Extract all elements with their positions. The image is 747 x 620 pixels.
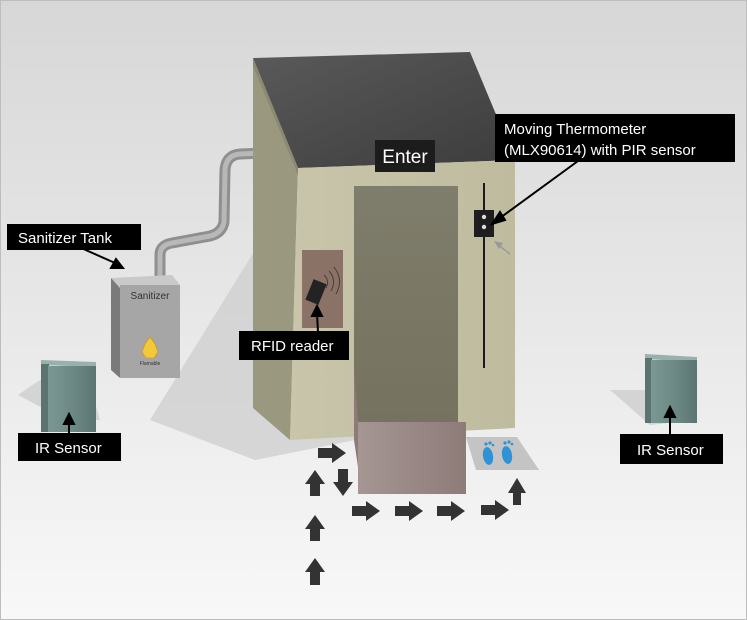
- tank-top: [111, 275, 180, 288]
- path-arrows: [305, 443, 526, 585]
- sanitizer-tank: Sanitizer Flamable: [111, 275, 180, 378]
- callout-rfid-reader-text: RFID reader: [251, 338, 334, 355]
- sanitizer-pipe-highlight: [157, 150, 263, 285]
- thermometer-lens-icon: [481, 214, 487, 220]
- callout-sanitizer-tank-text: Sanitizer Tank: [18, 230, 112, 247]
- rfid-callout-arrowhead-icon: [310, 303, 324, 317]
- rfid-card-icon: [305, 279, 327, 305]
- arrow-right-2: [352, 501, 380, 521]
- callout-thermometer-line1: Moving Thermometer: [504, 121, 646, 138]
- ir-left-callout-arrowhead-icon: [62, 411, 76, 425]
- tank-side: [111, 278, 120, 378]
- ir-sensor-right-body: [651, 360, 697, 423]
- booth-roof: [253, 52, 515, 168]
- enter-sign: [375, 140, 435, 172]
- thermometer-callout-line: [499, 160, 579, 219]
- callout-thermometer-line2: (MLX90614) with PIR sensor: [504, 142, 696, 159]
- booth-edge: [253, 58, 298, 175]
- sanitizer-callout-arrowhead-icon: [109, 257, 126, 269]
- arrow-right-3: [395, 501, 423, 521]
- tank-label: Sanitizer: [131, 291, 171, 302]
- arrow-right-5: [481, 500, 509, 520]
- thermometer-device: [474, 210, 494, 237]
- callout-rfid-reader: RFID reader: [239, 331, 349, 360]
- footprint-icon: [482, 440, 514, 465]
- flammable-icon: [141, 336, 159, 359]
- callout-connectors: [62, 160, 677, 435]
- callout-sanitizer-tank: Sanitizer Tank: [7, 224, 141, 250]
- flammable-label: Flamable: [140, 361, 161, 367]
- ir-right-callout-arrowhead-icon: [663, 404, 677, 418]
- ir-sensor-right: [645, 354, 697, 423]
- ir-beam-arrow-icon: [494, 241, 503, 249]
- callout-thermometer: Moving Thermometer (MLX90614) with PIR s…: [495, 114, 735, 162]
- moving-thermometer: [474, 210, 494, 237]
- thermometer-callout-arrowhead-icon: [489, 210, 507, 226]
- arrow-right-4: [437, 501, 465, 521]
- step-platform: [354, 366, 466, 494]
- pir-sensor-icon: [481, 224, 487, 230]
- arrow-up-3: [305, 470, 325, 496]
- callout-ir-sensor-left: IR Sensor: [18, 433, 121, 461]
- callout-ir-sensor-left-text: IR Sensor: [35, 440, 102, 457]
- arrow-up-4: [508, 478, 526, 505]
- arrow-up-2: [305, 515, 325, 541]
- callout-ir-sensor-right-text: IR Sensor: [637, 442, 704, 459]
- arrow-right-1: [318, 443, 346, 463]
- tank-front: [120, 285, 180, 378]
- arrow-down-1: [333, 469, 353, 496]
- enter-sign-text: Enter: [382, 147, 428, 168]
- entry-door: [354, 186, 458, 422]
- arrow-up-1: [305, 558, 325, 585]
- callout-ir-sensor-right: IR Sensor: [620, 434, 723, 464]
- rfid-wave-icon: [323, 274, 329, 289]
